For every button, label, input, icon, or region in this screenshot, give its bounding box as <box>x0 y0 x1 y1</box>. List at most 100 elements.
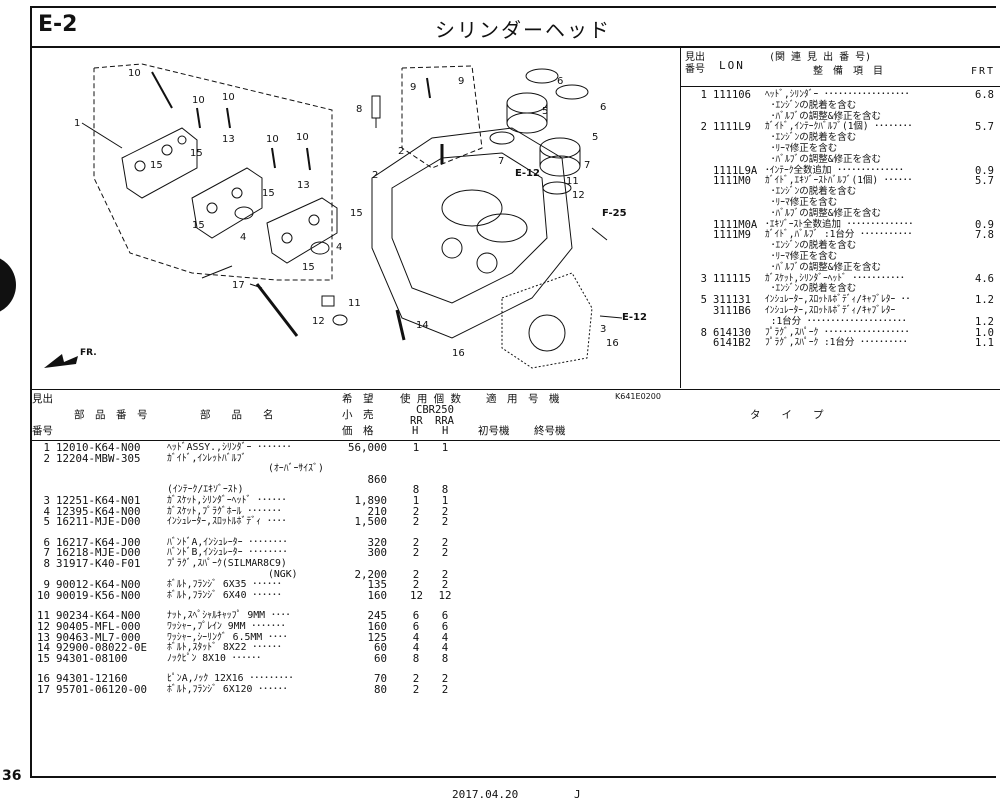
bolt-10-a <box>151 71 173 109</box>
plain-washer <box>332 314 348 326</box>
rt-frt-header: FRT <box>971 66 996 77</box>
rt-ref-no: 1 <box>700 89 707 101</box>
part-name-note: (ｵｰﾊﾞｰｻｲｽﾞ) <box>268 463 324 475</box>
rt-related-top: (関 連 見 出 番 号) <box>769 52 872 63</box>
bolt-10-d <box>271 147 276 169</box>
part-name: ﾎﾞﾙﾄ,ﾌﾗﾝｼﾞ 6X40 ･･････ <box>167 589 282 601</box>
qty-rr: 2 <box>412 682 420 696</box>
part-name: ｶﾞｽｹｯﾄ,ｼﾘﾝﾀﾞｰﾍｯﾄﾞ ･･････ <box>167 494 287 506</box>
callout-2-b: 2 <box>372 170 378 181</box>
part-name: ﾜｯｼｬｰ,ﾌﾟﾚｲﾝ 9MM ･･･････ <box>167 620 286 632</box>
callout-6-b: 6 <box>600 102 606 113</box>
part-name: ｶﾞｲﾄﾞ,ｲﾝﾚｯﾄﾊﾞﾙﾌﾞ <box>167 452 247 464</box>
callout-3: 3 <box>600 324 606 335</box>
cam-holder-group-frame <box>93 63 333 281</box>
ph-price-2: 小 売 <box>342 409 374 421</box>
part-price: 320 <box>367 535 387 549</box>
labor-time-row: ･ﾘｰﾏ修正を含む <box>681 251 1000 263</box>
rt-frt: 0.9 <box>975 164 994 177</box>
front-label: FR. <box>80 348 97 358</box>
callout-12-b: 12 <box>312 316 325 327</box>
callout-15-a: 15 <box>190 148 203 159</box>
qty-rr: 12 <box>410 588 424 602</box>
gasket-plug-hole-b <box>310 241 330 255</box>
qty-rr: 2 <box>412 546 420 560</box>
part-number: 16211-MJE-D00 <box>56 515 141 529</box>
ph-price-3: 価 格 <box>342 425 374 437</box>
rt-description: ｲﾝｼｭﾚｰﾀｰ,ｽﾛｯﾄﾙﾎﾞﾃﾞｨ/ｷｬﾌﾞﾚﾀｰ <box>765 304 896 316</box>
cam-holder-1 <box>121 127 198 199</box>
callout-13-a: 13 <box>222 134 235 145</box>
rt-frt: 4.6 <box>975 272 994 285</box>
parts-row: (ｵｰﾊﾞｰｻｲｽﾞ) <box>32 464 592 475</box>
qty-rr: 6 <box>412 619 420 633</box>
qty-rra: 4 <box>441 641 449 655</box>
part-number: 12251-K64-N01 <box>56 493 141 507</box>
callout-5-b: 5 <box>592 132 598 143</box>
labor-time-row: 1111L9A･ｲﾝﾃｰｸ全数追加 ･･････････････0.9 <box>681 164 1000 177</box>
footer-date: 2017.04.20 <box>452 788 519 801</box>
ph-price-1: 希 望 <box>342 393 374 405</box>
qty-rra: 2 <box>441 515 449 529</box>
rt-description: ｶﾞｲﾄﾞ,ｴｷｿﾞｰｽﾄﾊﾞﾙﾌﾞ(1個) ･･････ <box>765 175 913 187</box>
cylinder-head-gasket <box>501 272 593 369</box>
part-number: 94301-12160 <box>56 672 128 686</box>
qty-rra: 2 <box>441 682 449 696</box>
qty-rra: 12 <box>438 588 452 602</box>
ph-rra-2: H <box>442 425 449 437</box>
part-ref-no: 6 <box>43 535 50 549</box>
callout-10-e: 10 <box>296 132 309 143</box>
ph-part-name: 部 品 名 <box>200 409 274 421</box>
rt-description: ･ﾊﾞﾙﾌﾞの調整&修正を含む <box>765 153 881 165</box>
callout-15-d: 15 <box>192 220 205 231</box>
diagram-code: K641E0200 <box>615 392 661 401</box>
rt-ref-no: 3 <box>700 272 707 285</box>
callout-7-a: 7 <box>498 156 504 167</box>
part-ref-no: 17 <box>36 682 50 696</box>
callout-6-a: 6 <box>557 76 563 87</box>
diagram-svg: FR. E-12 F-25 E-12 10 10 10 10 10 1 13 1… <box>44 63 647 369</box>
part-price: 160 <box>367 588 387 602</box>
part-ref-no: 9 <box>43 578 50 592</box>
qty-rra: 2 <box>441 567 449 581</box>
ph-last: 終号機 <box>534 425 566 437</box>
part-price: 210 <box>367 504 387 518</box>
qty-rr: 1 <box>412 493 420 507</box>
part-price: 245 <box>367 609 387 623</box>
qty-rr: 8 <box>412 651 420 665</box>
ph-ref-bottom: 番号 <box>32 425 53 437</box>
callout-9-b: 9 <box>410 82 416 93</box>
part-number: 90012-K64-N00 <box>56 578 141 592</box>
rt-frt: 5.7 <box>975 175 994 188</box>
part-number: 31917-K40-F01 <box>56 556 141 570</box>
callout-16-b: 16 <box>452 348 465 359</box>
labor-time-row: ･ﾊﾞﾙﾌﾞの調整&修正を含む <box>681 153 1000 166</box>
part-ref-no: 5 <box>43 515 50 529</box>
part-ref-no: 4 <box>43 504 50 518</box>
part-number: 94301-08100 <box>56 651 128 665</box>
part-price: 60 <box>373 641 387 655</box>
qty-rra: 2 <box>441 535 449 549</box>
rt-description: ･ｴﾝｼﾞﾝの脱着を含む <box>765 132 857 144</box>
ph-type: タ イ プ <box>750 409 824 421</box>
part-name: ﾜｯｼｬｰ,ｼｰﾘﾝｸﾞ 6.5MM ････ <box>167 631 288 643</box>
rt-lon: 1111M9 <box>713 229 751 242</box>
part-price: 56,000 <box>347 441 387 454</box>
part-ref-no: 1 <box>43 441 50 454</box>
part-number: 16218-MJE-D00 <box>56 546 141 560</box>
cylinder-head <box>371 127 573 339</box>
callout-7-b: 7 <box>584 160 590 171</box>
rt-frt: 5.7 <box>975 121 994 134</box>
